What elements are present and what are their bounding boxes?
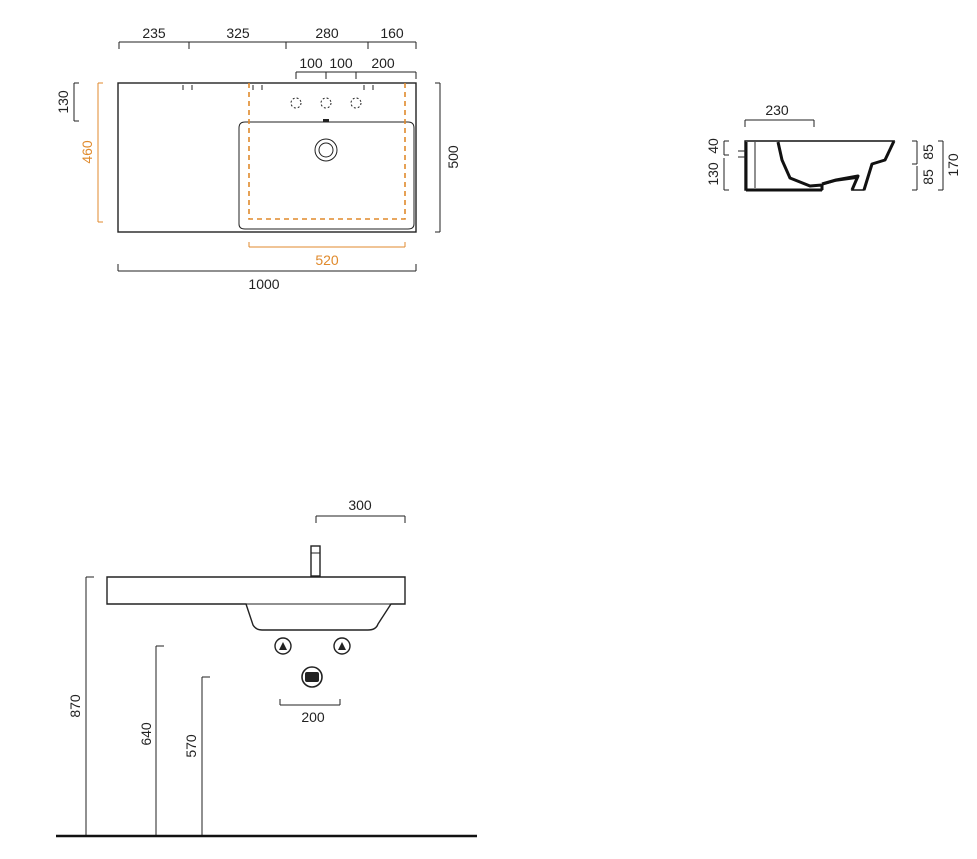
right-dim-500-label: 500 bbox=[445, 145, 461, 169]
tap-dim-100-b: 100 bbox=[329, 55, 353, 71]
drain-icon bbox=[314, 138, 338, 162]
bowl-dashed-contour bbox=[248, 83, 406, 220]
pipe-spacing-dim: 200 bbox=[279, 699, 341, 725]
side-right-dim-170: 170 bbox=[945, 153, 961, 177]
side-right-dim-85-bottom: 85 bbox=[920, 169, 936, 185]
side-left-dim-130: 130 bbox=[705, 162, 721, 186]
bowl-outline bbox=[238, 121, 415, 230]
valve-icon-right bbox=[333, 637, 351, 655]
waste-outlet-icon bbox=[301, 666, 323, 688]
tap-icon bbox=[310, 545, 321, 577]
side-left-dims: 40 130 bbox=[705, 138, 729, 191]
height-dim-640: 640 bbox=[138, 645, 164, 835]
height-640-label: 640 bbox=[138, 722, 154, 746]
top-dim-160: 160 bbox=[380, 25, 404, 41]
pipe-spacing-label: 200 bbox=[301, 709, 325, 725]
top-dim-280: 280 bbox=[315, 25, 339, 41]
tap-dim-200: 200 bbox=[371, 55, 395, 71]
top-view: 235 325 280 160 100 100 200 bbox=[55, 25, 461, 292]
tap-hole-icon-left bbox=[290, 97, 302, 109]
side-view: 230 40 130 85 85 bbox=[705, 102, 961, 192]
basin-section-left-wall bbox=[744, 142, 822, 192]
top-dimension-chain: 235 325 280 160 bbox=[118, 25, 417, 49]
height-dim-570: 570 bbox=[183, 676, 210, 835]
bowl-width-label: 520 bbox=[315, 252, 339, 268]
drain-inner-icon bbox=[318, 142, 334, 158]
side-left-dim-40: 40 bbox=[705, 138, 721, 154]
height-dim-870: 870 bbox=[67, 576, 94, 835]
overflow-slot-icon bbox=[323, 119, 329, 122]
tap-hole-icon-right bbox=[350, 97, 362, 109]
front-view: 300 200 bbox=[56, 497, 477, 838]
height-870-label: 870 bbox=[67, 694, 83, 718]
bowl-depth-label: 460 bbox=[79, 140, 95, 164]
tap-hole-dimension-chain: 100 100 200 bbox=[295, 55, 417, 79]
bowl-width-dim: 520 bbox=[248, 242, 406, 268]
overall-width-label: 1000 bbox=[248, 276, 279, 292]
tap-offset-dim: 300 bbox=[315, 497, 406, 523]
tap-dim-100-a: 100 bbox=[299, 55, 323, 71]
basin-section-wall bbox=[776, 140, 896, 191]
tap-offset-label: 300 bbox=[348, 497, 372, 513]
side-right-dim-85-top: 85 bbox=[920, 144, 936, 160]
basin-outline bbox=[117, 82, 417, 233]
top-dim-325: 325 bbox=[226, 25, 250, 41]
valve-icon-left bbox=[274, 637, 292, 655]
top-dim-235: 235 bbox=[142, 25, 166, 41]
left-dim-130: 130 bbox=[55, 82, 79, 122]
side-right-dims: 85 85 170 bbox=[912, 140, 961, 191]
right-dim-500: 500 bbox=[435, 82, 461, 233]
left-dim-130-label: 130 bbox=[55, 90, 71, 114]
height-570-label: 570 bbox=[183, 734, 199, 758]
overall-width-dim: 1000 bbox=[117, 264, 417, 292]
tap-hole-icon-center bbox=[320, 97, 332, 109]
side-top-dim: 230 bbox=[744, 102, 815, 127]
bowl-depth-dim: 460 bbox=[79, 82, 103, 223]
edge-marks bbox=[182, 85, 374, 90]
side-top-dim-label: 230 bbox=[765, 102, 789, 118]
